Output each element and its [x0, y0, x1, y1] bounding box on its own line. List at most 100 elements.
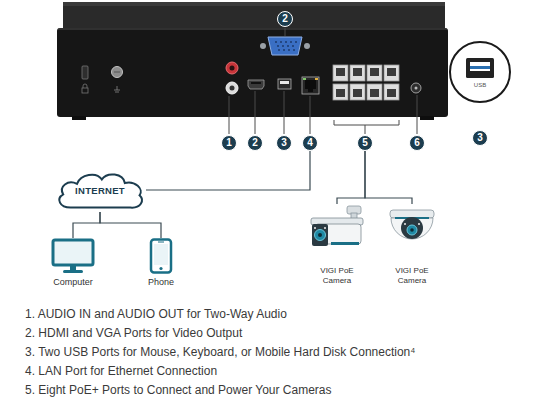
- usb-port-part: [278, 79, 291, 89]
- dome-camera: [382, 204, 442, 254]
- leader-lines-part: [334, 120, 399, 125]
- dome-camera-part: [391, 218, 433, 239]
- callout-circle: 3: [472, 130, 488, 146]
- power-jack-part: [411, 83, 421, 93]
- phone-icon-part: [158, 242, 164, 243]
- feature-item: 1. AUDIO IN and AUDIO OUT for Two-Way Au…: [25, 307, 287, 321]
- vga-port-part-part: [292, 45, 294, 47]
- bullet-camera-part: [315, 230, 326, 241]
- lan-port-part: [303, 78, 306, 80]
- vga-port-part: [268, 37, 302, 55]
- usb-port-part: [280, 81, 289, 84]
- computer-icon: [51, 238, 95, 274]
- connector-line: [146, 151, 310, 190]
- bullet-camera-part: [318, 233, 322, 237]
- leader-lines: [229, 28, 417, 134]
- callout-circle: 4: [302, 135, 318, 151]
- camera-label: VIGI PoE Camera: [314, 266, 360, 286]
- bullet-camera-part: [324, 227, 326, 229]
- computer-node: Computer: [49, 238, 97, 288]
- callout-number: 5: [362, 137, 368, 149]
- leader-lines-part: [365, 125, 366, 134]
- ground-screw-part: [117, 86, 118, 90]
- camera-node: VIGI PoE Camera: [380, 204, 444, 286]
- vga-port-part-part: [277, 45, 279, 47]
- ground-screw: [112, 67, 123, 93]
- vga-port-part: [304, 43, 310, 49]
- callout-number: 1: [226, 137, 232, 149]
- camera-node: VIGI PoE Camera: [305, 204, 369, 286]
- vga-port-part-part: [287, 45, 289, 47]
- kensington-slot: [82, 66, 88, 93]
- computer-icon-part: [70, 266, 76, 270]
- bullet-camera: [307, 204, 367, 254]
- bullet-camera-part: [314, 227, 316, 229]
- poe-ports-part-part: [353, 68, 362, 76]
- bullet-camera-part: [312, 224, 328, 246]
- ground-screw-part: [112, 67, 123, 78]
- poe-ports-part-part: [384, 84, 399, 100]
- usb-zoom-part: [450, 42, 510, 102]
- nvr-housing-part: [63, 2, 445, 6]
- hdmi-port-part: [251, 82, 261, 84]
- phone-icon-part: [159, 267, 162, 270]
- poe-ports-part-part: [336, 68, 345, 76]
- vga-port-part-part: [280, 41, 282, 43]
- audio-jacks-part: [230, 86, 235, 91]
- nvr-housing-part: [58, 29, 447, 30]
- callout-circle: 2: [247, 135, 263, 151]
- device-label: Phone: [148, 277, 174, 288]
- power-jack-part: [415, 87, 418, 90]
- poe-ports-part-part: [370, 89, 379, 97]
- phone-icon-part: [151, 240, 171, 273]
- hdmi-port-part: [248, 80, 264, 89]
- vga-port-part-part: [288, 49, 290, 51]
- callout-circle: 5: [357, 135, 373, 151]
- cloud-outline-part: [59, 174, 142, 207]
- poe-ports-part-part: [333, 65, 348, 81]
- feature-item: 5. Eight PoE+ Ports to Connect and Power…: [25, 383, 332, 397]
- kensington-slot-part: [82, 88, 88, 93]
- audio-jacks-part: [230, 66, 235, 71]
- leader-lines-part: [417, 95, 418, 134]
- leader-lines-part: [310, 96, 311, 134]
- callout-circle: 6: [409, 135, 425, 151]
- lan-port-part: [308, 89, 313, 92]
- dome-camera-part: [390, 210, 434, 218]
- poe-ports-part-part: [387, 68, 396, 76]
- audio-jacks-part: [226, 82, 238, 94]
- vga-port-part-part: [283, 49, 285, 51]
- nvr-housing: [57, 2, 448, 120]
- ground-screw-part: [115, 92, 119, 93]
- callout-circle: 2: [277, 11, 293, 27]
- computer-icon-part: [63, 270, 83, 273]
- vga-port-part-part: [275, 41, 277, 43]
- computer-icon-part: [53, 240, 93, 265]
- poe-ports-part-part: [333, 84, 348, 100]
- leader-lines-part: [229, 96, 230, 134]
- poe-ports-part: [333, 65, 399, 100]
- vga-port-part-part: [278, 49, 280, 51]
- usb-port: [278, 79, 291, 89]
- dome-camera-part: [407, 225, 417, 235]
- usb-zoom-part: [470, 62, 490, 71]
- nvr-housing-part: [420, 116, 434, 120]
- poe-ports-part-part: [336, 89, 345, 97]
- camera-label: VIGI PoE Camera: [389, 266, 435, 286]
- poe-ports-part-part: [350, 65, 365, 81]
- feature-item: 2. HDMI and VGA Ports for Video Output: [25, 326, 242, 340]
- connector-line: [100, 212, 161, 238]
- leader-lines-part: [285, 28, 286, 36]
- phone-node: Phone: [146, 238, 177, 288]
- vga-port-part-part: [293, 49, 295, 51]
- nvr-housing-part: [63, 2, 445, 29]
- usb-zoom-part: [470, 66, 490, 69]
- callout-number: 6: [414, 137, 420, 149]
- lan-port: [302, 77, 319, 94]
- callout-circle: 1: [221, 135, 237, 151]
- dome-camera-part: [418, 223, 420, 225]
- leader-lines-part: [284, 91, 285, 134]
- poe-ports-part-part: [387, 89, 396, 97]
- vga-port: [260, 37, 310, 55]
